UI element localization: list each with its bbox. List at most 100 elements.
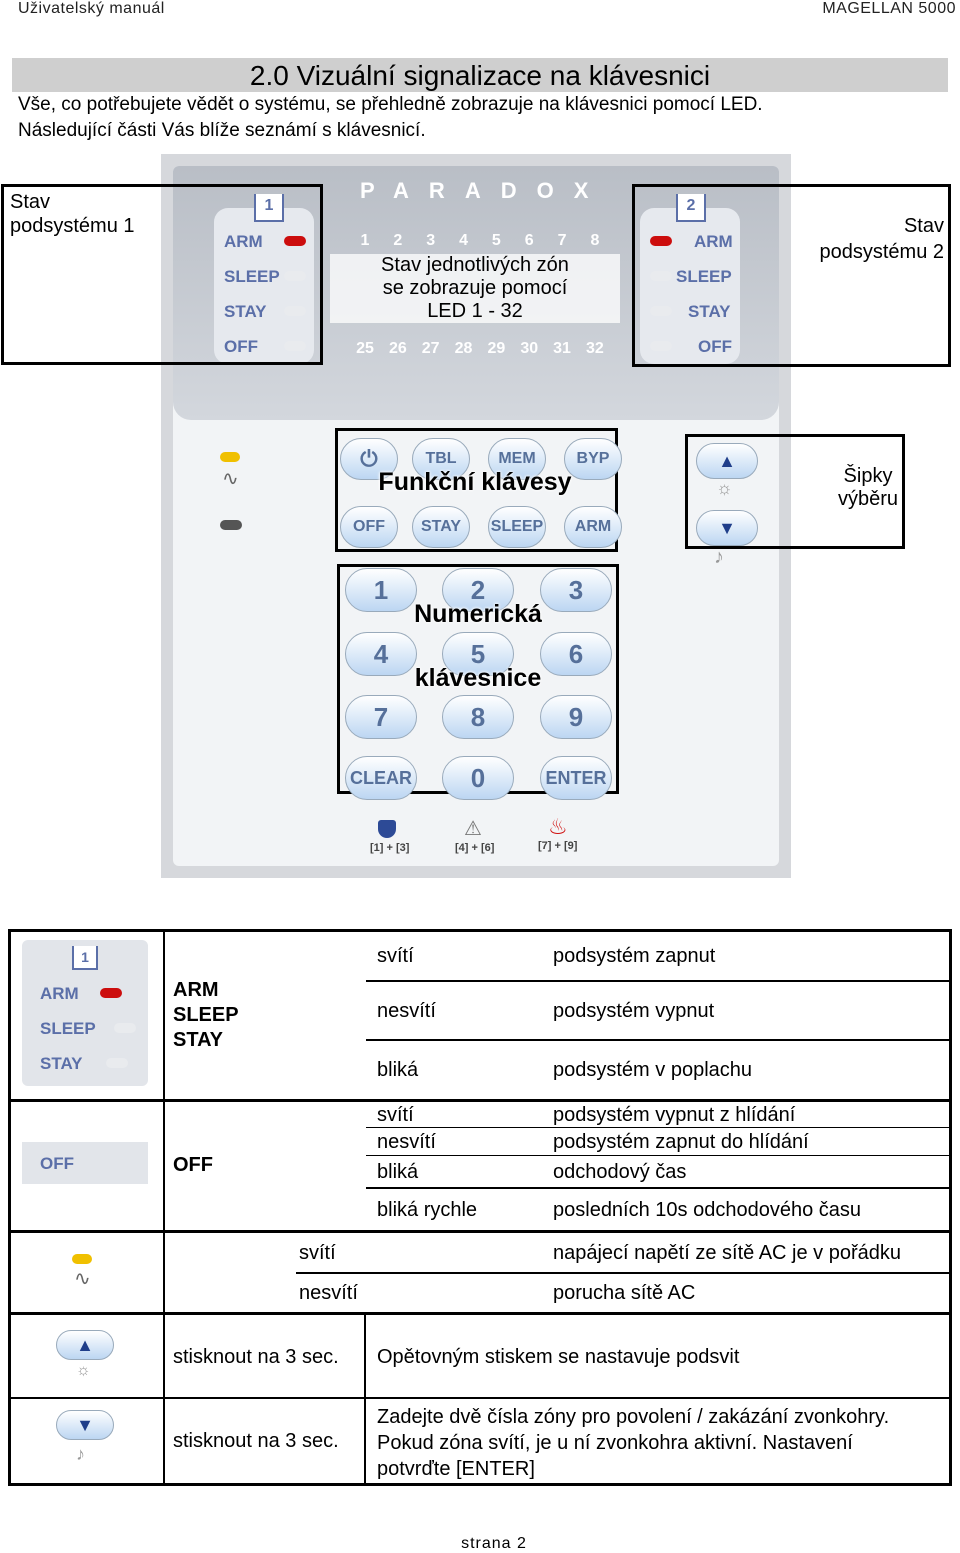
zone-led: 29 [481, 340, 511, 358]
table-divider [366, 1039, 950, 1041]
table-divider [366, 980, 950, 982]
table-divider [163, 1314, 165, 1484]
up-arrow-key[interactable]: ▲ [696, 443, 758, 479]
sleep-led [114, 1023, 136, 1033]
label-arm: ARM [173, 978, 239, 1003]
key-0[interactable]: 0 [442, 756, 514, 800]
arrows-callout-line-1: Šipky [838, 465, 898, 488]
page-number: strana 2 [0, 1535, 960, 1553]
partition-1-callout-box: Stav podsystému 1 [1, 184, 323, 365]
callout-partition-1-line-2: podsystému 1 [10, 215, 135, 238]
table-divider [163, 932, 165, 1314]
key-7[interactable]: 7 [345, 695, 417, 739]
fire-panic-label: [7] + [9] [538, 840, 577, 852]
partition-2-callout-box: Stav podsystému 2 [632, 184, 951, 367]
ac-meaning-on: napájecí napětí ze sítě AC je v pořádku [553, 1242, 901, 1265]
house-1-icon: 1 [72, 946, 98, 970]
ac-led-icon [220, 452, 240, 462]
up-arrow-key: ▲ [56, 1330, 114, 1360]
table-divider [366, 1187, 950, 1189]
off-group-label: OFF [173, 1154, 213, 1177]
zone-led: 8 [580, 232, 610, 250]
ac-state-off: nesvítí [299, 1282, 358, 1305]
callout-partition-2-line-2: podsystému 2 [819, 241, 944, 264]
table-divider [11, 1099, 950, 1102]
ac-wave-icon: ∿ [74, 1266, 91, 1291]
down-arrow-key[interactable]: ▼ [696, 510, 758, 546]
police-panic-label: [1] + [3] [370, 842, 409, 854]
zones-callout: Stav jednotlivých zón se zobrazuje pomoc… [330, 254, 620, 323]
zone-led: 5 [481, 232, 511, 250]
led-label-sleep: SLEEP [40, 1019, 96, 1039]
callout-partition-2-line-1: Stav [904, 215, 944, 238]
enter-key[interactable]: ENTER [540, 756, 612, 800]
table-divider [296, 1272, 950, 1274]
down-arrow-meaning-line-1: Zadejte dvě čísla zóny pro povolení / za… [377, 1404, 889, 1430]
key-8[interactable]: 8 [442, 695, 514, 739]
arm-group-labels: ARM SLEEP STAY [173, 978, 239, 1053]
zone-row-1: 1 2 3 4 5 6 7 8 [350, 232, 610, 250]
off-meaning-off: podsystém zapnut do hlídání [553, 1131, 809, 1154]
zone-led: 27 [416, 340, 446, 358]
label-stay: STAY [173, 1028, 239, 1053]
down-arrow-action: stisknout na 3 sec. [173, 1430, 339, 1453]
backlight-icon: ☼ [716, 478, 733, 499]
zone-led: 32 [580, 340, 610, 358]
table-divider [11, 1312, 950, 1315]
off-led-thumbnail: OFF [22, 1142, 148, 1184]
medical-panic-icon: ⚠ [464, 816, 482, 841]
zone-led: 25 [350, 340, 380, 358]
intro-line-2: Následující části Vás blíže seznámí s kl… [18, 120, 426, 142]
key-9[interactable]: 9 [540, 695, 612, 739]
arm-key[interactable]: ARM [564, 506, 622, 548]
zone-led: 26 [383, 340, 413, 358]
medical-panic-label: [4] + [6] [455, 842, 494, 854]
off-key[interactable]: OFF [340, 506, 398, 548]
table-divider [366, 1127, 950, 1128]
police-panic-icon [378, 820, 396, 838]
led-label-off: OFF [40, 1154, 74, 1174]
arm-meaning-off: podsystém vypnut [553, 1000, 714, 1023]
off-meaning-on: podsystém vypnut z hlídání [553, 1104, 795, 1127]
zone-led: 30 [514, 340, 544, 358]
zones-callout-line-2: se zobrazuje pomocí [330, 277, 620, 300]
off-meaning-blink: odchodový čas [553, 1161, 686, 1184]
chime-icon: ♪ [76, 1444, 85, 1465]
clear-key[interactable]: CLEAR [345, 756, 417, 800]
trouble-led-icon [220, 520, 242, 530]
ac-state-on: svítí [299, 1242, 336, 1265]
zone-row-4: 25 26 27 28 29 30 31 32 [350, 340, 610, 358]
zone-led: 7 [547, 232, 577, 250]
sleep-key[interactable]: SLEEP [488, 506, 546, 548]
zone-led: 1 [350, 232, 380, 250]
section-title: 2.0 Vizuální signalizace na klávesnici [0, 60, 960, 92]
arm-state-on: svítí [377, 945, 414, 968]
ac-led-icon [72, 1254, 92, 1264]
chime-icon: ♪ [714, 546, 724, 569]
down-arrow-meaning-line-3: potvrďte [ENTER] [377, 1456, 889, 1482]
stay-key[interactable]: STAY [412, 506, 470, 548]
arm-led [100, 988, 122, 998]
numeric-callout-line-2: klávesnice [350, 664, 606, 693]
ac-wave-icon: ∿ [222, 466, 239, 491]
table-divider [366, 1155, 950, 1156]
label-sleep: SLEEP [173, 1003, 239, 1028]
zone-led: 3 [416, 232, 446, 250]
fire-panic-icon: ♨ [548, 814, 568, 840]
table-divider [11, 1397, 950, 1399]
table-divider [364, 1314, 366, 1484]
arm-meaning-on: podsystém zapnut [553, 945, 715, 968]
down-arrow-meaning-line-2: Pokud zóna svítí, je u ní zvonkohra akti… [377, 1430, 889, 1456]
off-meaning-fast-blink: posledních 10s odchodového času [553, 1199, 861, 1222]
arm-meaning-blink: podsystém v poplachu [553, 1059, 752, 1082]
zone-led: 28 [449, 340, 479, 358]
up-arrow-action: stisknout na 3 sec. [173, 1346, 339, 1369]
ac-meaning-off: porucha sítě AC [553, 1282, 695, 1305]
down-arrow-key: ▼ [56, 1410, 114, 1440]
zones-callout-line-3: LED 1 - 32 [330, 300, 620, 323]
zones-callout-line-1: Stav jednotlivých zón [330, 254, 620, 277]
off-state-blink: bliká [377, 1161, 418, 1184]
callout-partition-1-line-1: Stav [10, 191, 50, 214]
stay-led [106, 1058, 128, 1068]
header-product-name: MAGELLAN 5000 [822, 0, 956, 18]
